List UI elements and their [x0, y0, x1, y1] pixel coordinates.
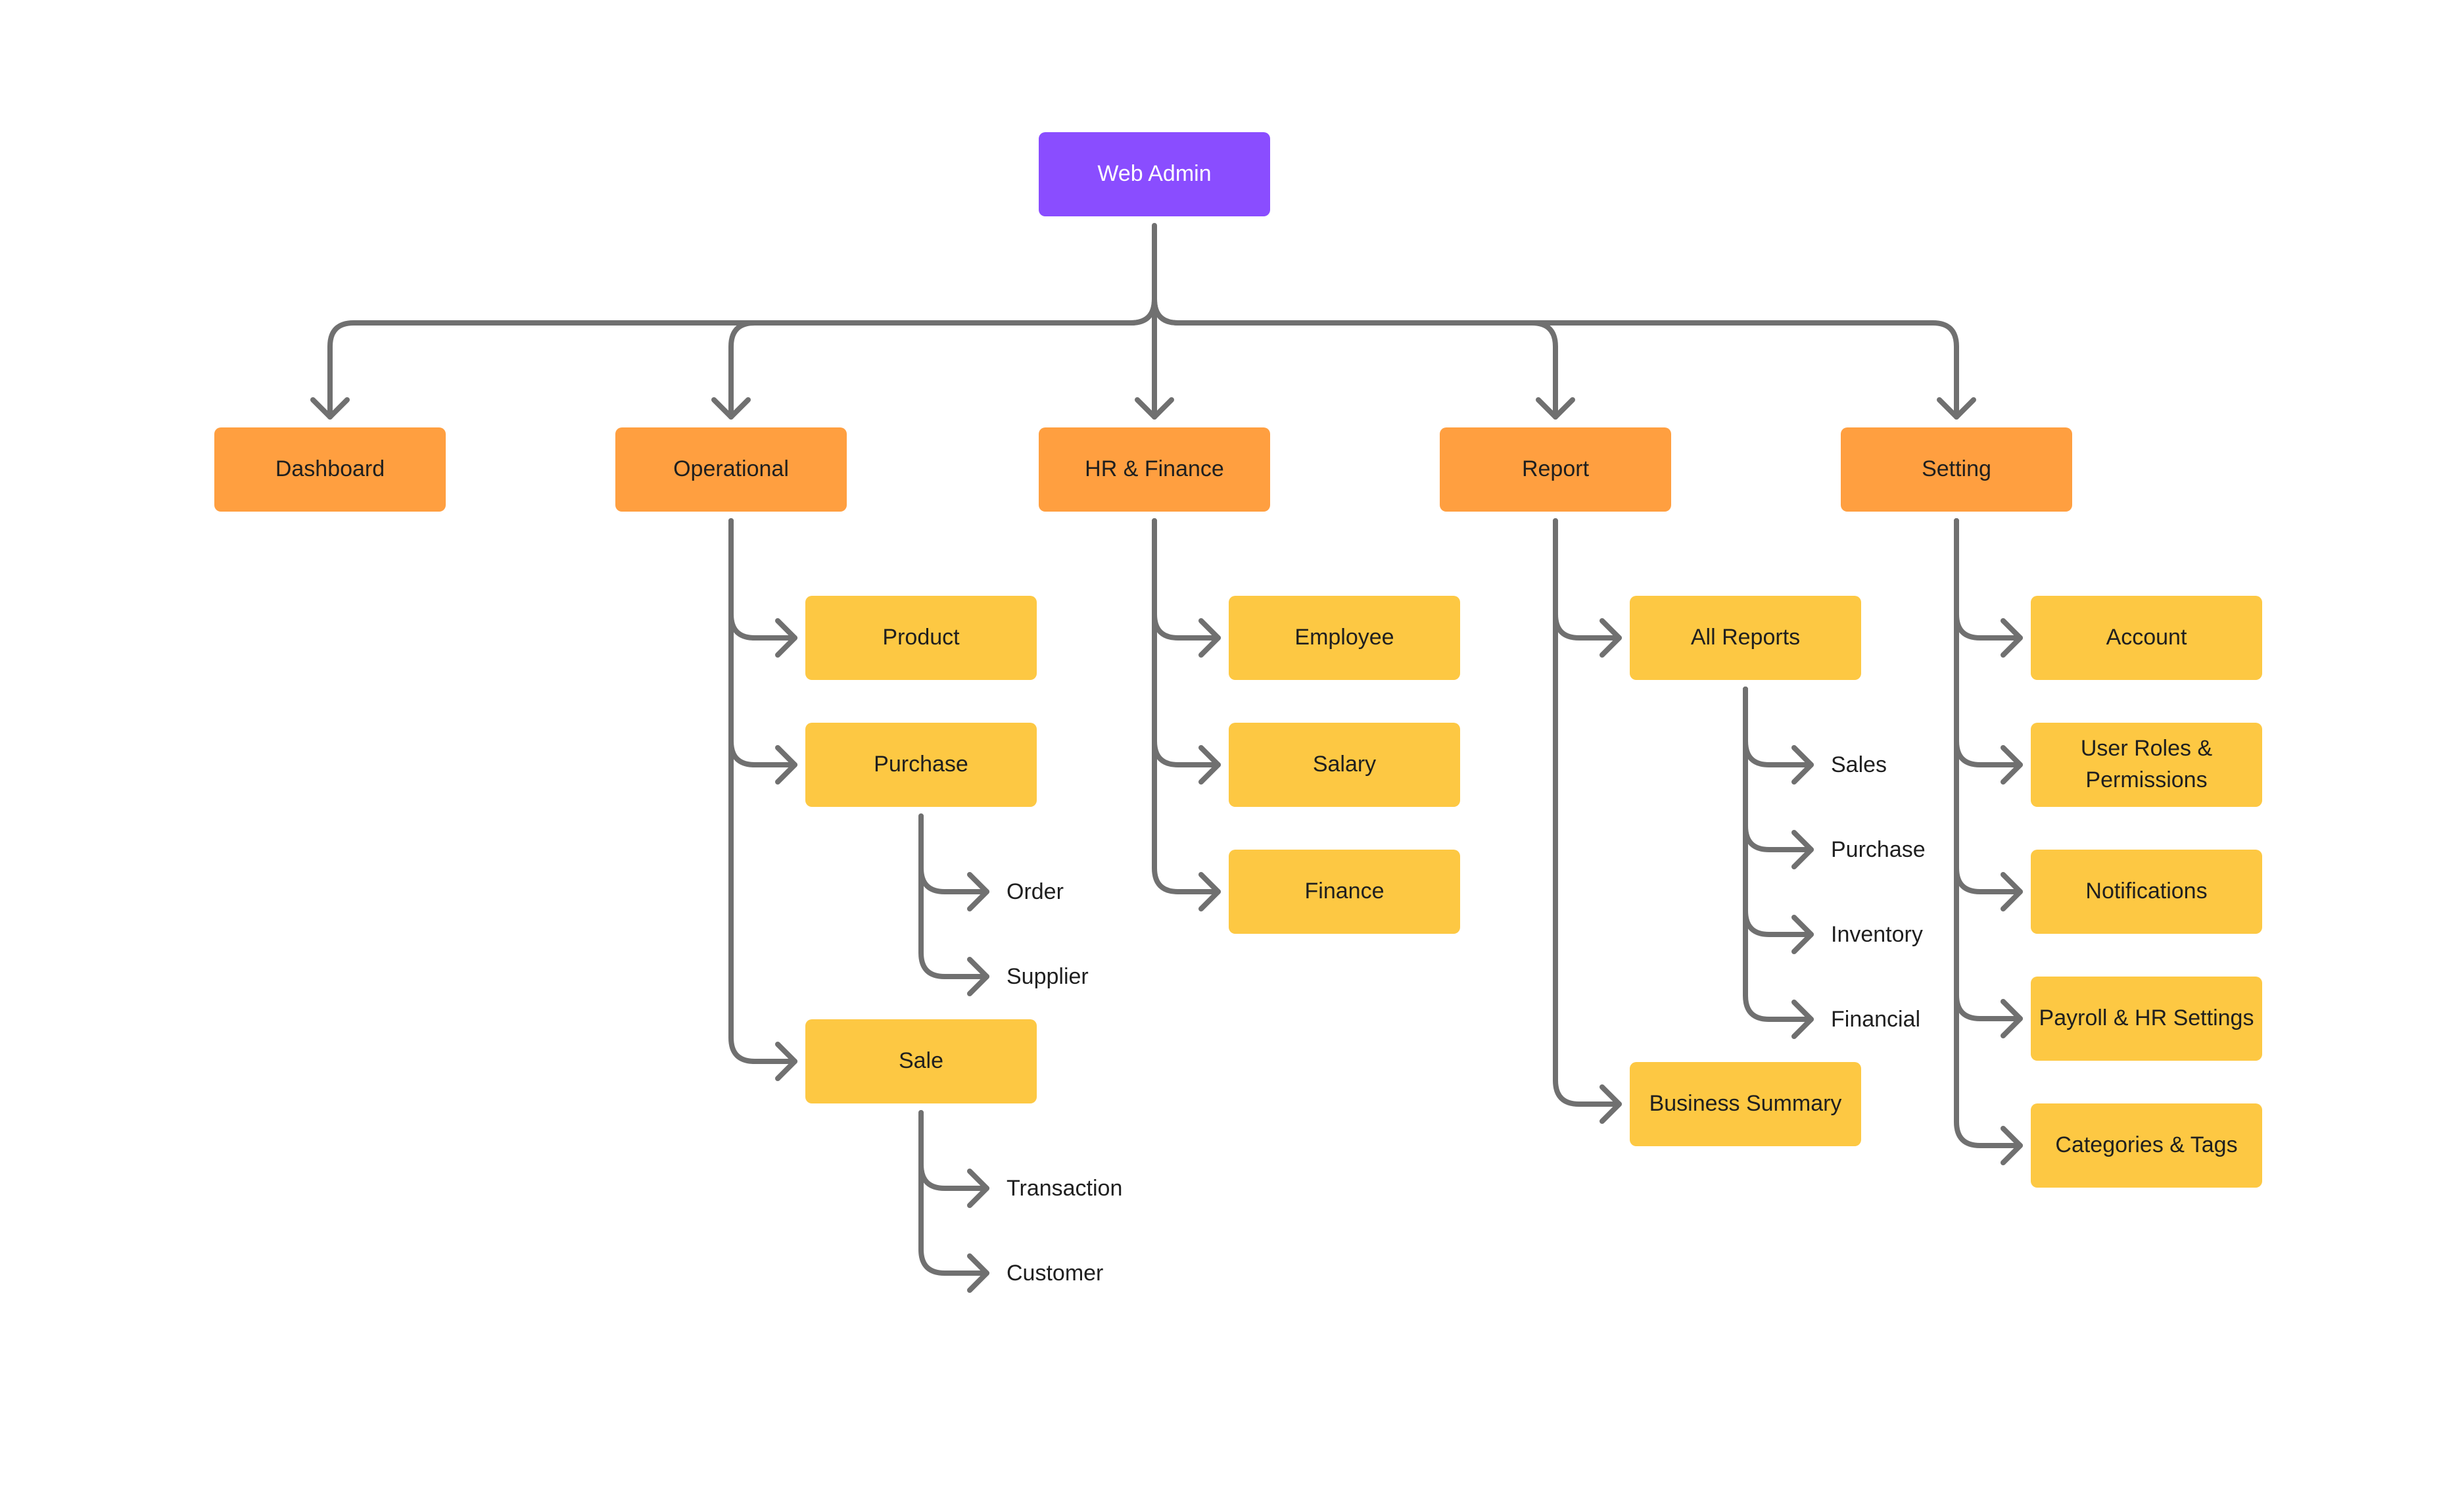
arrow-to-setting: [1937, 397, 1976, 420]
node-employee: Employee: [1229, 596, 1460, 680]
arrow-to-setting-user-roles-and-permissions: [2001, 745, 2023, 785]
arrow-to-operational: [711, 397, 751, 420]
arrow-to-sale-customer: [967, 1253, 989, 1293]
arrow-to-setting-notifications: [2001, 872, 2023, 911]
connector-setting-to-account: [1954, 518, 2023, 641]
node-setting: Setting: [1841, 427, 2072, 512]
node-payroll-and-hr-settings: Payroll & HR Settings: [2031, 977, 2262, 1061]
arrow-to-setting-account: [2001, 618, 2023, 658]
arrow-to-report-all-reports: [1599, 618, 1622, 658]
leaf-transaction: Transaction: [1007, 1175, 1123, 1201]
arrow-to-setting-payroll-and-hr-settings: [2001, 999, 2023, 1038]
node-account: Account: [2031, 596, 2262, 680]
connector-setting-to-categories-and-tags: [1954, 518, 2023, 1148]
node-sale: Sale: [805, 1019, 1037, 1103]
arrow-to-hr-and-finance-salary: [1198, 745, 1221, 785]
connector-operational-to-sale: [728, 518, 797, 1064]
node-report: Report: [1440, 427, 1671, 512]
leaf-sales: Sales: [1831, 752, 1887, 777]
node-business-summary: Business Summary: [1630, 1062, 1861, 1146]
leaf-order: Order: [1007, 879, 1064, 904]
connector-setting-to-notifications: [1954, 518, 2023, 894]
arrow-to-operational-sale: [775, 1042, 797, 1081]
node-dashboard: Dashboard: [214, 427, 446, 512]
node-operational: Operational: [615, 427, 847, 512]
connector-setting-to-user-roles-and-permissions: [1954, 518, 2023, 767]
arrow-to-all-reports-sales: [1791, 745, 1814, 785]
arrow-to-hr-and-finance-employee: [1198, 618, 1221, 658]
connector-all-reports-to-financial: [1743, 687, 1814, 1022]
arrow-to-sale-transaction: [967, 1169, 989, 1208]
connector-report-to-all-reports: [1553, 518, 1622, 641]
node-product: Product: [805, 596, 1037, 680]
node-all-reports: All Reports: [1630, 596, 1861, 680]
connector-root-to-report: [1152, 297, 1558, 420]
leaf-supplier: Supplier: [1007, 963, 1089, 989]
arrow-to-all-reports-financial: [1791, 1000, 1814, 1039]
node-purchase: Purchase: [805, 723, 1037, 807]
node-user-roles-and-permissions: User Roles & Permissions: [2031, 723, 2262, 807]
leaf-inventory: Inventory: [1831, 921, 1923, 947]
arrow-to-operational-purchase: [775, 745, 797, 785]
arrow-to-all-reports-inventory: [1791, 915, 1814, 954]
node-categories-and-tags: Categories & Tags: [2031, 1103, 2262, 1188]
leaf-financial: Financial: [1831, 1006, 1921, 1032]
arrow-to-dashboard: [310, 397, 350, 420]
arrow-to-hr-and-finance-finance: [1198, 872, 1221, 911]
connector-root-to-setting: [1152, 297, 1959, 420]
node-web-admin: Web Admin: [1039, 132, 1270, 216]
connector-operational-to-product: [728, 518, 797, 641]
node-finance: Finance: [1229, 850, 1460, 934]
arrow-to-report: [1536, 397, 1575, 420]
connector-all-reports-to-purchase: [1743, 687, 1814, 852]
node-hr-and-finance: HR & Finance: [1039, 427, 1270, 512]
arrow-to-setting-categories-and-tags: [2001, 1126, 2023, 1165]
arrow-root-center: [1135, 397, 1174, 420]
connector-operational-to-purchase: [728, 518, 797, 767]
connector-purchase-to-supplier: [918, 813, 989, 979]
connector-hr-and-finance-to-finance: [1152, 518, 1221, 894]
arrow-to-report-business-summary: [1599, 1084, 1622, 1124]
connector-all-reports-to-inventory: [1743, 687, 1814, 937]
connector-hr-and-finance-to-employee: [1152, 518, 1221, 641]
arrow-to-all-reports-purchase: [1791, 830, 1814, 869]
connector-hr-and-finance-to-salary: [1152, 518, 1221, 767]
connector-sale-to-customer: [918, 1110, 989, 1276]
node-salary: Salary: [1229, 723, 1460, 807]
node-notifications: Notifications: [2031, 850, 2262, 934]
arrow-to-purchase-order: [967, 872, 989, 911]
leaf-customer: Customer: [1007, 1260, 1104, 1286]
connector-root-to-dashboard: [327, 297, 1157, 420]
connector-setting-to-payroll-and-hr-settings: [1954, 518, 2023, 1021]
arrow-to-operational-product: [775, 618, 797, 658]
connector-report-to-business-summary: [1553, 518, 1622, 1107]
connector-root-to-operational: [728, 297, 1157, 420]
leaf-purchase: Purchase: [1831, 836, 1926, 862]
arrow-to-purchase-supplier: [967, 957, 989, 996]
